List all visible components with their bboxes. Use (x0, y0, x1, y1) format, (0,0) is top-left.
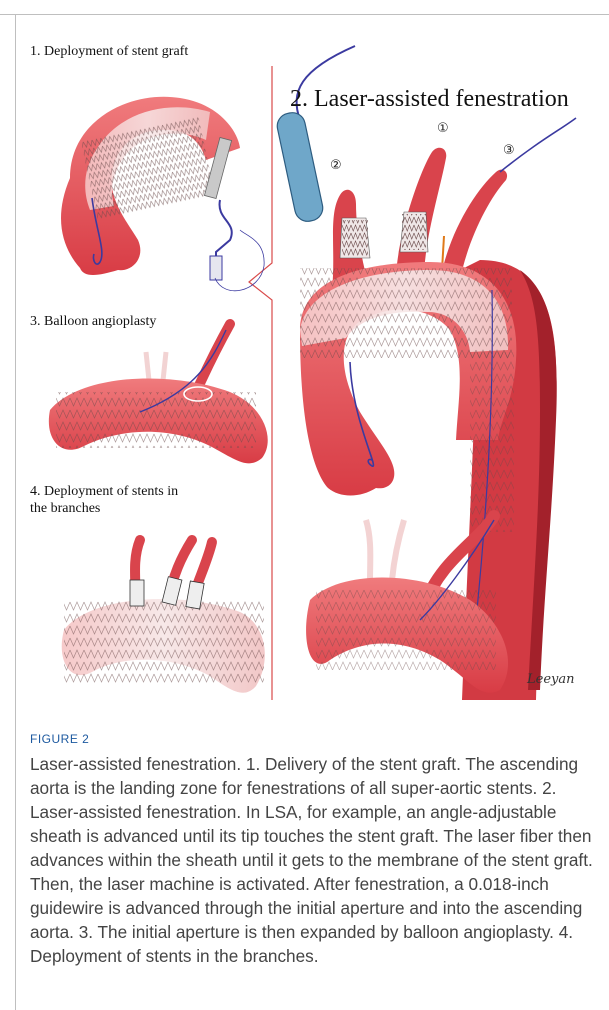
panel3-title: 3. Balloon angioplasty (30, 314, 156, 330)
panel1-handle (210, 256, 222, 280)
panel3-graphic (49, 324, 268, 463)
panel4-struts (64, 600, 264, 684)
illustration (22, 32, 594, 714)
artist-signature: Leeyan (527, 672, 575, 687)
inset-branch-ghost-1 (366, 520, 370, 580)
branch-marker-1: ① (437, 121, 449, 136)
left-rule (15, 14, 16, 1010)
panel2-graphic (275, 46, 576, 700)
panel1-catheter-line (216, 200, 232, 262)
figure-label: FIGURE 2 (30, 732, 89, 746)
panel4-title: 4. Deployment of stents in the branches (30, 483, 190, 517)
panel2-inset-vessel (306, 516, 508, 693)
inset-struts (316, 590, 496, 670)
panel2-title: 2. Laser-assisted fenestration (290, 86, 569, 113)
inset-branch-ghost-2 (392, 520, 404, 580)
panel1-title: 1. Deployment of stent graft (30, 44, 188, 60)
panel4-stent-1 (130, 580, 144, 606)
top-rule (0, 14, 609, 15)
panel1-graphic (61, 97, 264, 291)
panel4-graphic (62, 540, 265, 693)
panel2-stent-lcca-struts (402, 214, 426, 250)
panel2-sheath (275, 110, 325, 223)
branch-marker-2: ② (330, 158, 342, 173)
panel3-branch (196, 324, 230, 392)
figure-caption: Laser-assisted fenestration. 1. Delivery… (30, 752, 595, 968)
branch-marker-3: ③ (503, 143, 515, 158)
panel2-arch-struts (300, 268, 512, 358)
panel3-struts (56, 392, 256, 448)
panel2-stent-bc-struts (342, 220, 368, 256)
